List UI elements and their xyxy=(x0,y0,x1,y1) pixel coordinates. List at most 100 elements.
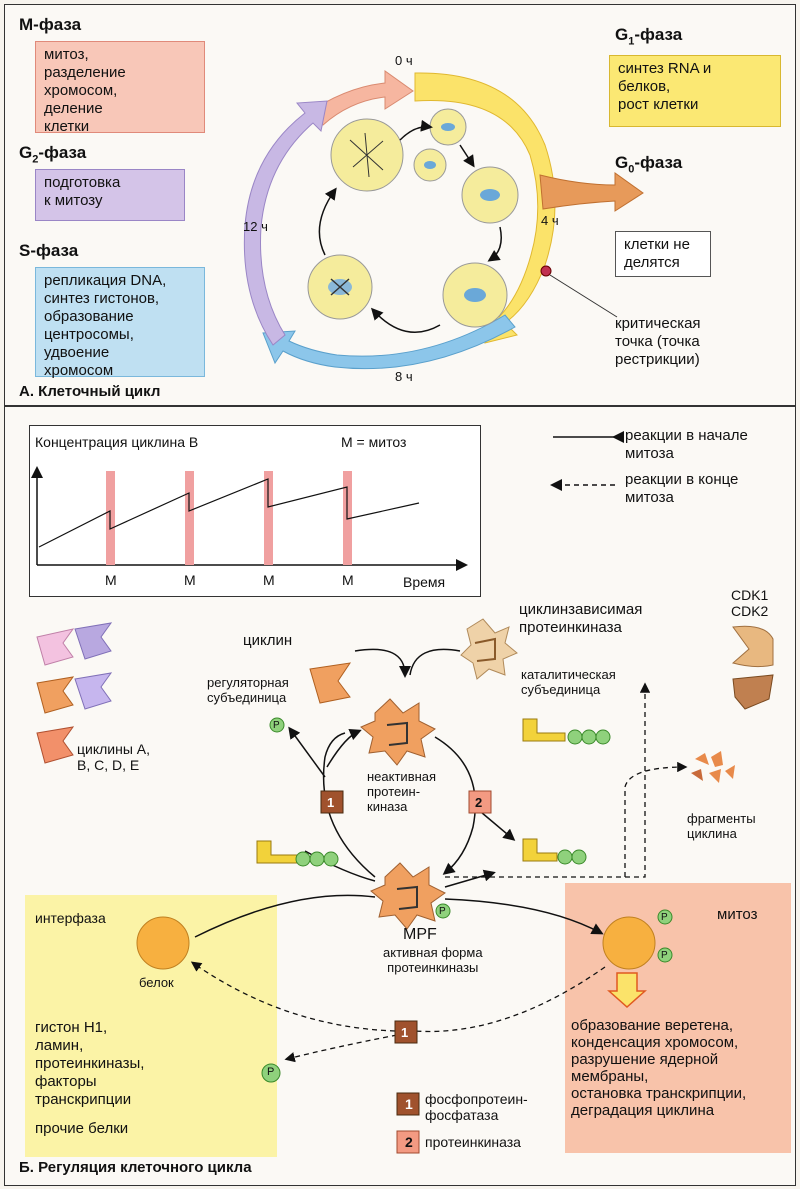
m-phase-line: хромосом, xyxy=(44,82,118,99)
m-phase-box: митоз, разделение хромосом, деление клет… xyxy=(35,41,205,135)
mitosis-event: остановка транскрипции, xyxy=(571,1085,747,1102)
g0-exit-arrow xyxy=(539,172,644,212)
mitosis-event: деградация циклина xyxy=(571,1102,715,1119)
other-proteins-label: прочие белки xyxy=(35,1120,129,1137)
s-phase-line: образование xyxy=(44,308,134,325)
fragments-line: циклина xyxy=(687,826,737,841)
g2-phase-line: подготовка xyxy=(44,174,121,191)
g0-phase-line: делятся xyxy=(624,254,680,271)
cdk-line: CDK1 xyxy=(731,587,769,603)
cdk-name-line: циклинзависимая xyxy=(519,601,643,618)
s-phase-box: репликация DNA, синтез гистонов, образов… xyxy=(35,267,205,379)
cyclins-line: циклины A, xyxy=(77,741,151,757)
panel-cell-cycle-regulation: Концентрация циклина В M = митоз Время M… xyxy=(4,406,796,1186)
fragments-label: фрагменты циклина xyxy=(687,811,756,841)
g1-phase-line: синтез RNA и xyxy=(618,60,712,77)
g1-phase-line: белков, xyxy=(618,78,671,95)
phosphate-label: P xyxy=(273,720,280,731)
mpf-desc-line: протеинкиназы xyxy=(387,960,479,975)
substrate-item: факторы xyxy=(35,1073,97,1090)
regulation-diagram xyxy=(31,431,774,1154)
mitosis-events: образование веретена, конденсация хромос… xyxy=(571,1017,746,1119)
graph-m-legend: M = митоз xyxy=(341,434,407,450)
cell-mitotic xyxy=(330,118,404,192)
graph-m-tick: M xyxy=(184,572,196,588)
legend-line: митоза xyxy=(625,445,674,462)
g0-phase-title: G0-фаза xyxy=(615,153,683,176)
graph-m-tick: M xyxy=(342,572,354,588)
time-12h: 12 ч xyxy=(243,219,268,234)
g1-phase-line: рост клетки xyxy=(618,96,699,113)
phosphate-label: P xyxy=(661,912,668,923)
cyclins-line: B, C, D, E xyxy=(77,757,140,773)
panel-cell-cycle: M-фаза митоз, разделение хромосом, делен… xyxy=(4,4,796,406)
g0-phase-line: клетки не xyxy=(624,236,690,253)
m-phase-arrow xyxy=(304,70,414,126)
legend-start-reactions: реакции в начале митоза xyxy=(625,427,748,463)
fragments-line: фрагменты xyxy=(687,811,756,826)
cell-s xyxy=(442,262,508,328)
cdk-name-line: протеинкиназа xyxy=(519,619,622,636)
cyclin-label: циклин xyxy=(243,632,293,649)
cdk-line: CDK2 xyxy=(731,603,769,619)
m-phase-line: клетки xyxy=(44,118,90,135)
cdk-name-label: циклинзависимая протеинкиназа xyxy=(519,601,642,637)
cell-g1 xyxy=(461,166,519,224)
legend-line: реакции в начале xyxy=(625,427,748,444)
m-phase-line: митоз, xyxy=(44,46,89,63)
mitosis-event: мембраны, xyxy=(571,1068,649,1085)
graph-m-tick: M xyxy=(105,572,117,588)
cyclins-label: циклины A, B, C, D, E xyxy=(77,741,150,773)
legend-end-reactions: реакции в конце митоза xyxy=(625,471,738,507)
cat-subunit-label: каталитическая субъединица xyxy=(521,667,616,697)
legend-enzyme1: фосфопротеин- фосфатаза xyxy=(425,1091,528,1123)
g2-phase-box: подготовка к митозу xyxy=(35,169,185,221)
g1-phase-arrow xyxy=(414,72,556,344)
cyclin-graph-box xyxy=(29,425,481,597)
enzyme1-num: 1 xyxy=(327,795,335,810)
legend-enzyme2: протеинкиназа xyxy=(425,1134,521,1150)
interphase-label: интерфаза xyxy=(35,910,106,926)
cell-g2 xyxy=(307,254,373,320)
s-phase-line: синтез гистонов, xyxy=(44,290,160,307)
legend-line: митоза xyxy=(625,489,674,506)
substrate-item: транскрипции xyxy=(35,1091,132,1108)
cell-daughter-1 xyxy=(429,108,467,146)
graph-xlabel: Время xyxy=(403,574,446,590)
restriction-line: критическая xyxy=(615,315,701,332)
panel-a-caption: А. Клеточный цикл xyxy=(19,383,161,400)
reg-subunit-line: регуляторная xyxy=(207,675,289,690)
cell-daughter-2 xyxy=(413,148,447,182)
g1-phase-box: синтез RNA и белков, рост клетки xyxy=(609,55,781,127)
cat-subunit-line: каталитическая xyxy=(521,667,616,682)
enzyme2-num: 2 xyxy=(475,795,483,810)
legend-enzyme1-num: 1 xyxy=(405,1096,413,1112)
enzyme1-num-lower: 1 xyxy=(401,1025,409,1040)
time-4h: 4 ч xyxy=(541,213,559,228)
reg-subunit-line: субъединица xyxy=(207,690,287,705)
substrates-list: гистон H1, ламин, протеинкиназы, факторы… xyxy=(35,1019,144,1109)
cell-cycle-diagram xyxy=(243,70,644,370)
panel-b-caption: Б. Регуляция клеточного цикла xyxy=(19,1159,252,1176)
s-phase-line: центросомы, xyxy=(44,326,134,343)
restriction-point-marker xyxy=(540,265,552,277)
m-phase-line: деление xyxy=(44,100,103,117)
g2-phase-arrow xyxy=(243,100,328,346)
phosphate-label: P xyxy=(267,1066,275,1078)
phosphate-label: P xyxy=(661,950,668,961)
g1-phase-title: G1-фаза xyxy=(615,25,683,48)
substrate-item: ламин, xyxy=(35,1037,84,1054)
inactive-line: киназа xyxy=(367,799,408,814)
substrate-item: протеинкиназы, xyxy=(35,1055,145,1072)
mitosis-event: образование веретена, xyxy=(571,1017,733,1034)
mpf-desc: активная форма протеинкиназы xyxy=(383,945,483,975)
m-phase-title: M-фаза xyxy=(19,15,82,34)
restriction-point-label: критическая точка (точка рестрикции) xyxy=(615,315,701,369)
mitosis-event: разрушение ядерной xyxy=(571,1051,719,1068)
legend-enzyme1-line: фосфопротеин- xyxy=(425,1091,528,1107)
substrate-item: гистон H1, xyxy=(35,1019,108,1036)
legend-enzyme2-num: 2 xyxy=(405,1134,413,1150)
g2-phase-title: G2-фаза xyxy=(19,143,87,166)
legend-enzyme1-line: фосфатаза xyxy=(425,1107,499,1123)
legend-line: реакции в конце xyxy=(625,471,739,488)
